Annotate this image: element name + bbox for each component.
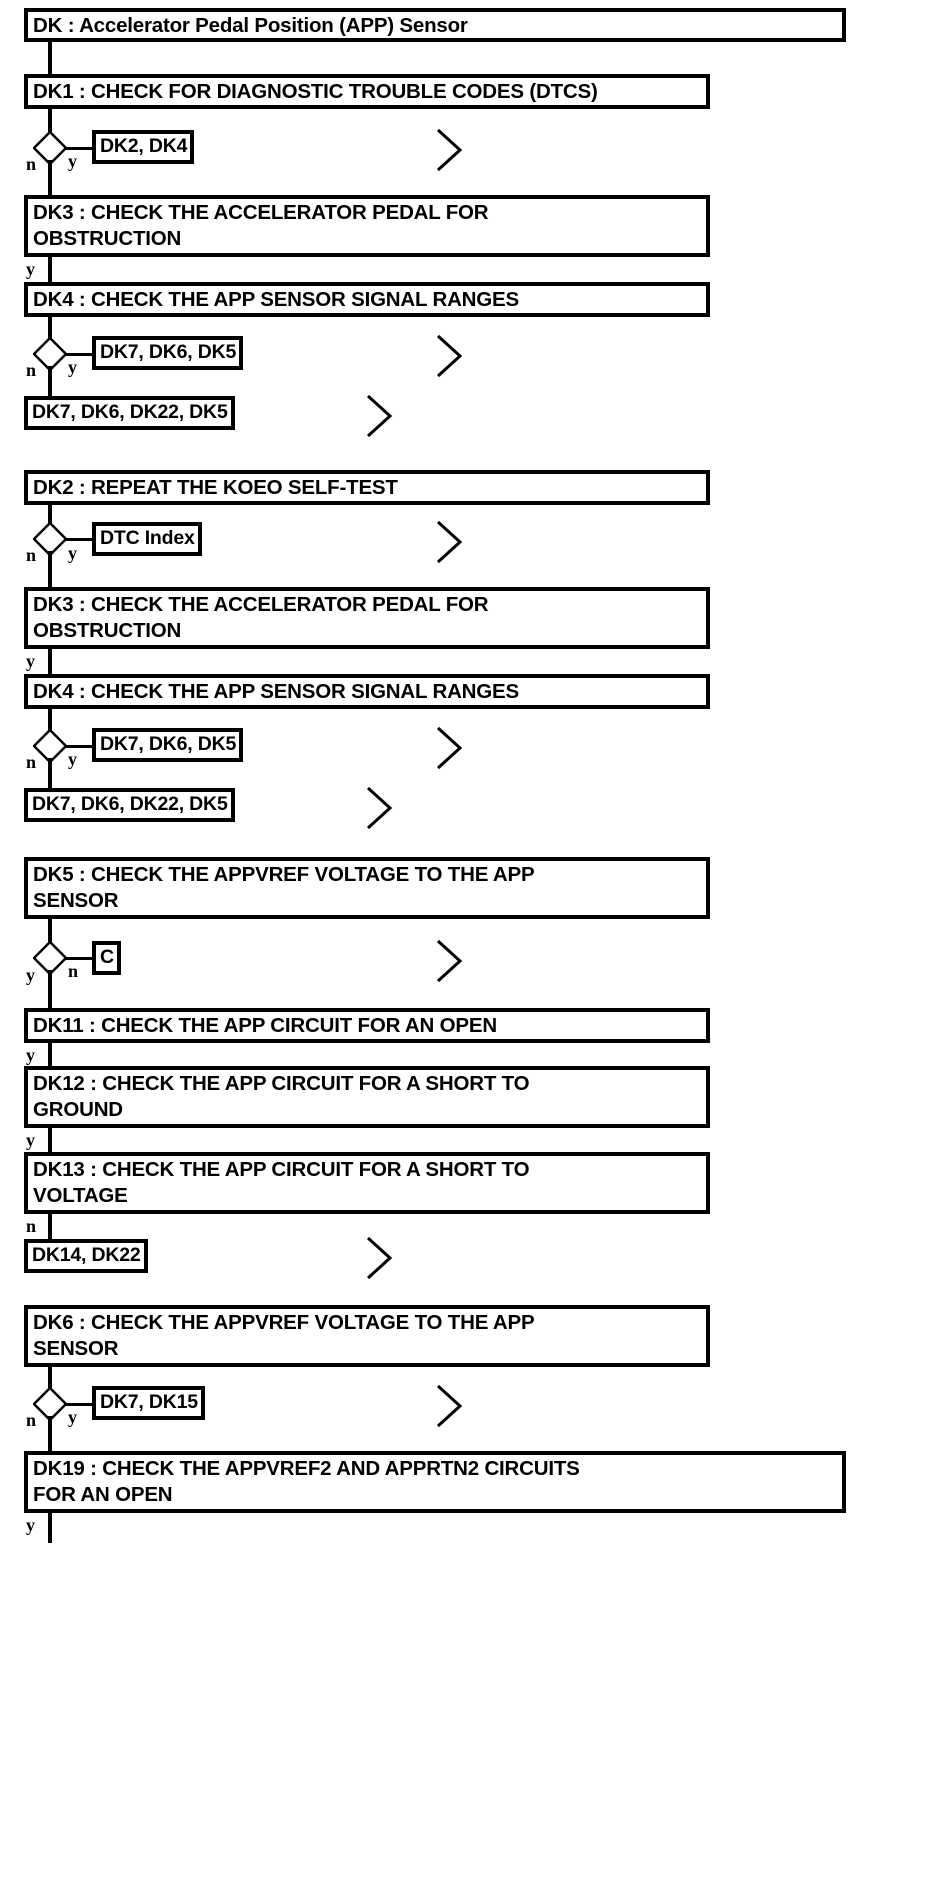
connector-dk6-to-decision6 — [48, 1367, 52, 1389]
connector-dk1-to-decision1 — [48, 109, 52, 133]
connector-title-to-dk1 — [48, 42, 52, 74]
ref-box-dk14-dk22[interactable]: DK14, DK22 — [24, 1239, 148, 1273]
connector-decision6-to-dk19 — [48, 1416, 52, 1452]
ref-box-dk7-dk6-dk22-dk5-a[interactable]: DK7, DK6, DK22, DK5 — [24, 396, 235, 430]
branch-label-no-10: n — [26, 1216, 37, 1236]
step-box-dk12: DK12 : CHECK THE APP CIRCUIT FOR A SHORT… — [24, 1066, 710, 1128]
connector-dk13-to-ref8 — [48, 1214, 52, 1240]
chevron-right-icon-8[interactable] — [362, 1234, 396, 1290]
step-box-dk6: DK6 : CHECK THE APPVREF VOLTAGE TO THE A… — [24, 1305, 710, 1367]
connector-dk4a-to-decision2 — [48, 317, 52, 339]
chevron-right-icon-7[interactable] — [432, 937, 466, 993]
connector-dk2-to-decision3 — [48, 505, 52, 523]
chevron-right-icon-6[interactable] — [362, 784, 396, 840]
connector-dk3b-to-dk4b — [48, 649, 52, 677]
branch-label-yes-5: y — [26, 651, 35, 671]
ref-box-dtc-index[interactable]: DTC Index — [92, 522, 202, 556]
connector-decision2-yes — [64, 353, 94, 356]
connector-decision4-yes — [64, 745, 94, 748]
branch-label-no-1: n — [26, 154, 37, 174]
chevron-right-icon-1[interactable] — [432, 126, 466, 182]
branch-label-no-11: n — [26, 1410, 37, 1430]
step-box-dk1: DK1 : CHECK FOR DIAGNOSTIC TROUBLE CODES… — [24, 74, 710, 109]
branch-label-yes-2: y — [26, 259, 35, 279]
branch-label-yes-1: y — [68, 151, 77, 171]
step-box-dk13: DK13 : CHECK THE APP CIRCUIT FOR A SHORT… — [24, 1152, 710, 1214]
branch-label-no-3: n — [26, 360, 37, 380]
chevron-right-icon-4[interactable] — [432, 518, 466, 574]
branch-label-yes-4: y — [68, 543, 77, 563]
ref-box-c[interactable]: C — [92, 941, 121, 975]
connector-decision1-yes — [64, 147, 94, 150]
ref-box-dk7-dk6-dk5-b[interactable]: DK7, DK6, DK5 — [92, 728, 244, 762]
branch-label-yes-12: y — [26, 1515, 35, 1535]
branch-label-no-6: n — [26, 752, 37, 772]
connector-decision5-to-dk11 — [48, 970, 52, 1009]
step-box-dk19: DK19 : CHECK THE APPVREF2 AND APPRTN2 CI… — [24, 1451, 846, 1513]
branch-label-yes-3: y — [68, 357, 77, 377]
branch-label-yes-9: y — [26, 1130, 35, 1150]
connector-decision2-no — [48, 366, 52, 398]
step-box-dk4-b: DK4 : CHECK THE APP SENSOR SIGNAL RANGES — [24, 674, 710, 709]
branch-label-no-7: n — [68, 961, 79, 981]
connector-decision3-yes — [64, 538, 94, 541]
branch-label-yes-11: y — [68, 1407, 77, 1427]
step-box-dk5: DK5 : CHECK THE APPVREF VOLTAGE TO THE A… — [24, 857, 710, 919]
step-box-dk11: DK11 : CHECK THE APP CIRCUIT FOR AN OPEN — [24, 1008, 710, 1043]
connector-decision3-to-dk3b — [48, 551, 52, 587]
step-box-dk3-a: DK3 : CHECK THE ACCELERATOR PEDAL FOR OB… — [24, 195, 710, 257]
branch-label-yes-8: y — [26, 1045, 35, 1065]
ref-box-dk7-dk6-dk5-a[interactable]: DK7, DK6, DK5 — [92, 336, 244, 370]
ref-box-dk7-dk6-dk22-dk5-b[interactable]: DK7, DK6, DK22, DK5 — [24, 788, 235, 822]
chevron-right-icon-5[interactable] — [432, 724, 466, 780]
step-box-dk3-b: DK3 : CHECK THE ACCELERATOR PEDAL FOR OB… — [24, 587, 710, 649]
connector-dk5-to-decision5 — [48, 919, 52, 943]
ref-box-dk2-dk4[interactable]: DK2, DK4 — [92, 130, 195, 164]
connector-dk3a-to-dk4a — [48, 257, 52, 285]
connector-decision4-no — [48, 758, 52, 790]
connector-dk19-down — [48, 1513, 52, 1543]
connector-dk12-to-dk13 — [48, 1128, 52, 1153]
connector-decision5-no — [64, 957, 94, 960]
step-box-dk4-a: DK4 : CHECK THE APP SENSOR SIGNAL RANGES — [24, 282, 710, 317]
connector-decision1-to-dk3a — [48, 160, 52, 195]
connector-decision6-yes — [64, 1403, 94, 1406]
branch-label-yes-6: y — [68, 749, 77, 769]
chevron-right-icon-3[interactable] — [362, 392, 396, 448]
branch-label-no-4: n — [26, 545, 37, 565]
chevron-right-icon-9[interactable] — [432, 1382, 466, 1438]
ref-box-dk7-dk15[interactable]: DK7, DK15 — [92, 1386, 205, 1420]
flowchart-title-box: DK : Accelerator Pedal Position (APP) Se… — [24, 8, 846, 42]
branch-label-yes-7: y — [26, 965, 35, 985]
connector-dk4b-to-decision4 — [48, 709, 52, 731]
step-box-dk2: DK2 : REPEAT THE KOEO SELF-TEST — [24, 470, 710, 505]
chevron-right-icon-2[interactable] — [432, 332, 466, 388]
connector-dk11-to-dk12 — [48, 1043, 52, 1068]
